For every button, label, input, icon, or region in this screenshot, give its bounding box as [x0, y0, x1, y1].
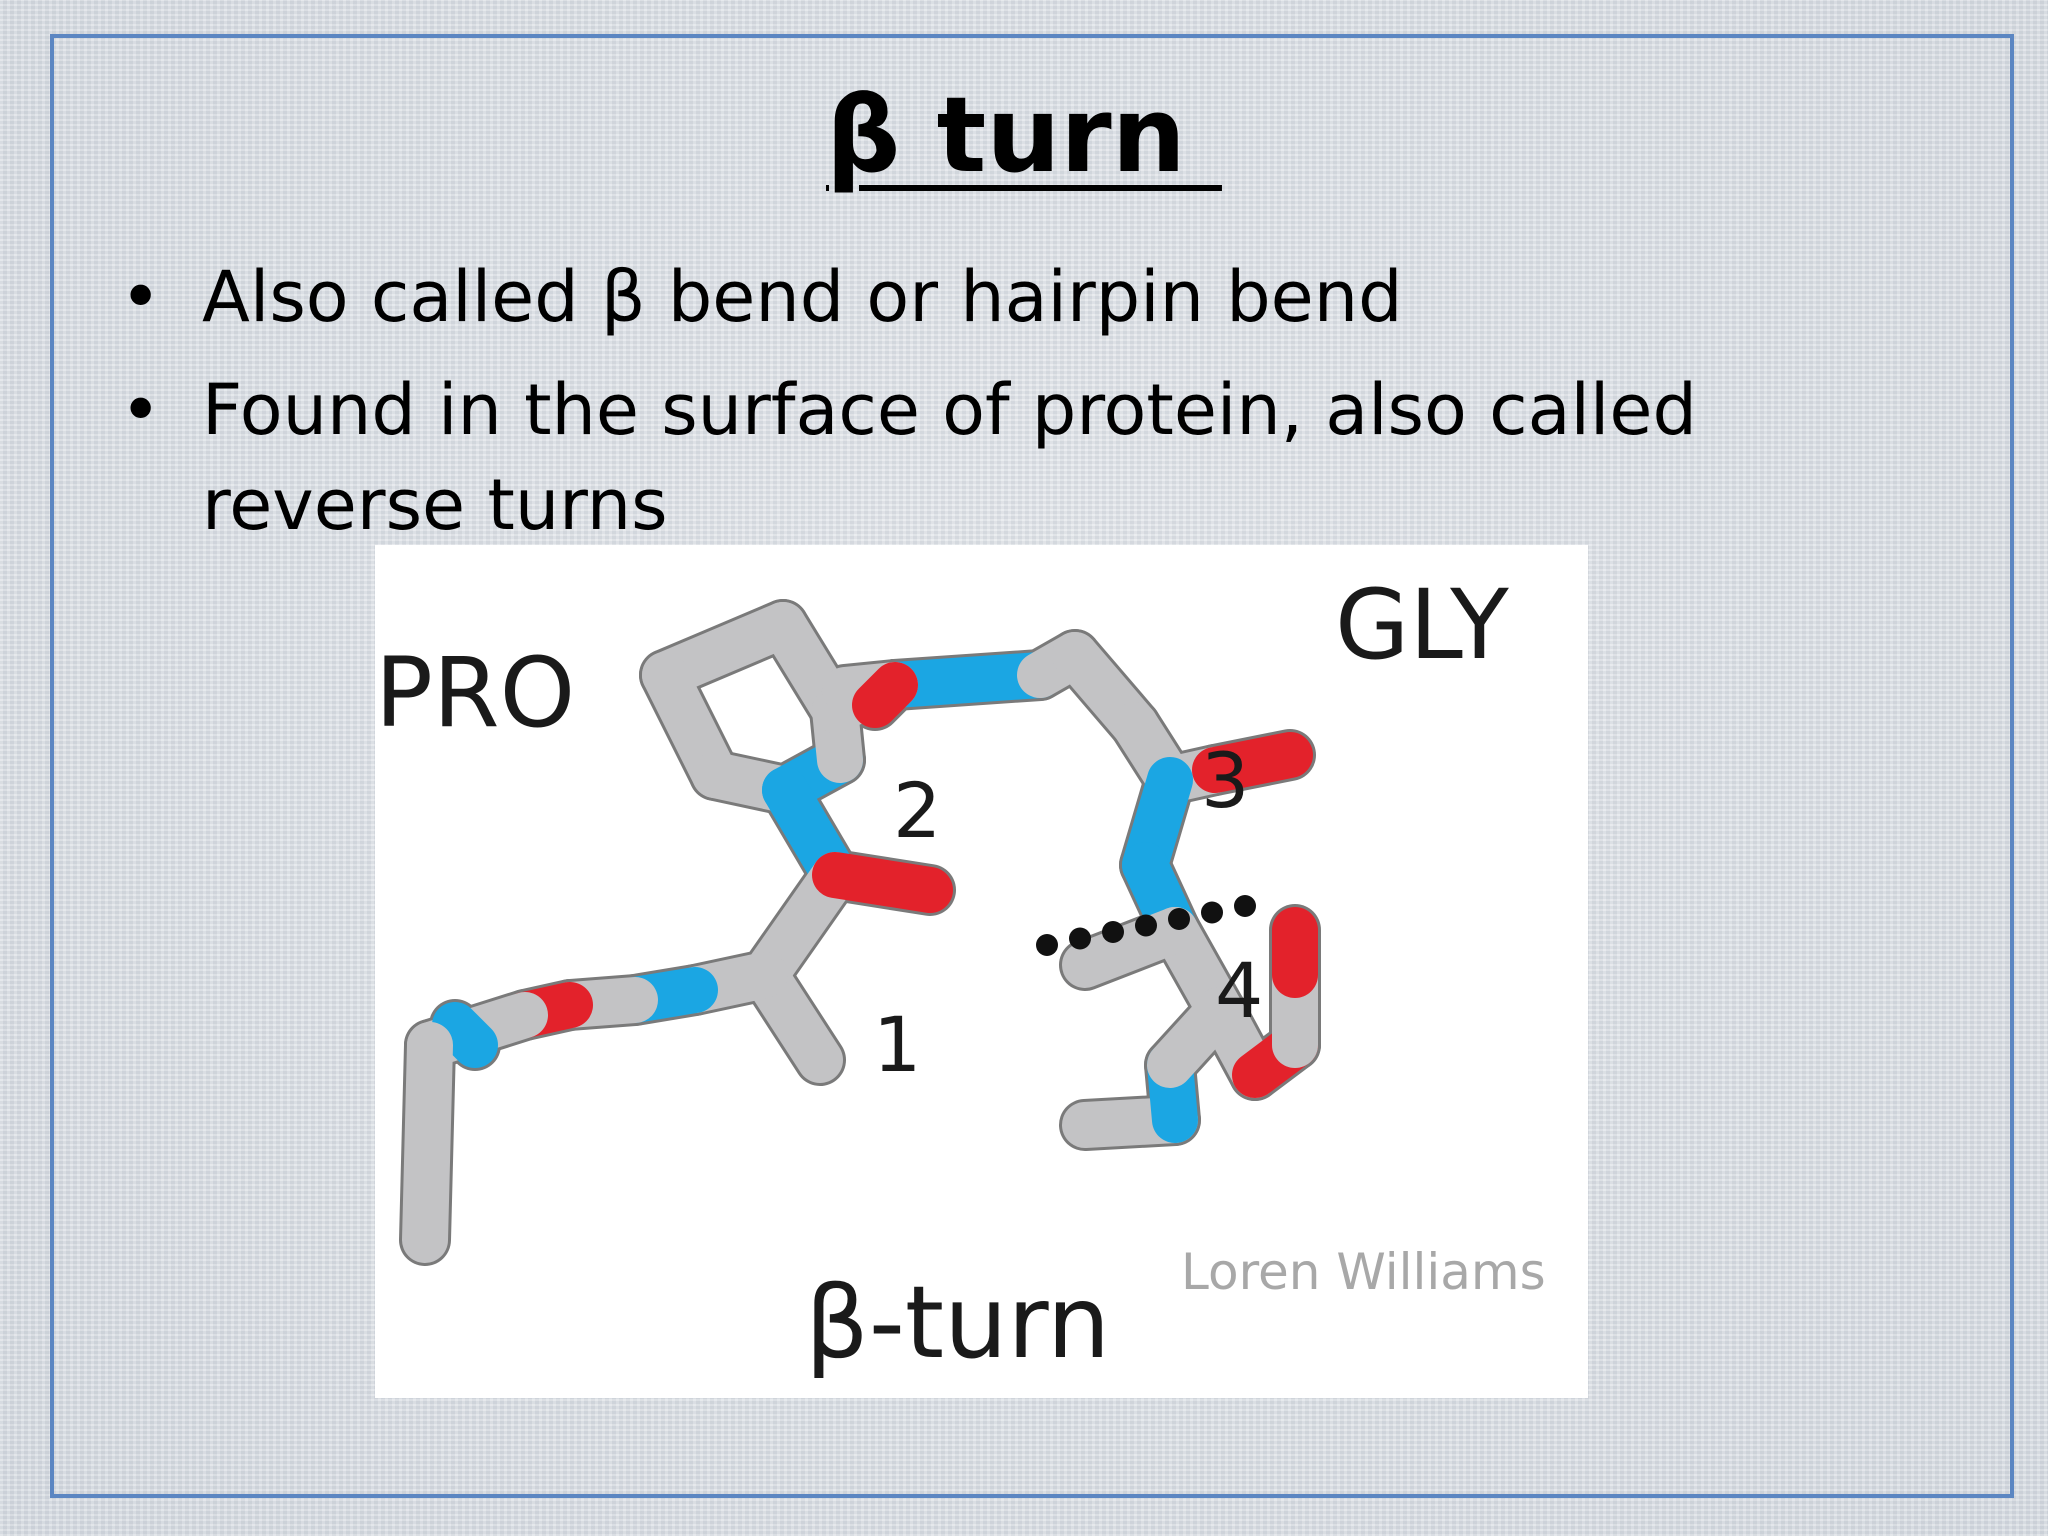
molecule-diagram	[399, 599, 1321, 1266]
bullet-text: Found in the surface of protein, also ca…	[202, 369, 1697, 547]
bond-layer	[399, 599, 1321, 1266]
label-residue-4: 4	[1215, 946, 1264, 1035]
hydrogen-bond-dot	[1036, 934, 1058, 956]
bullet-list: • Also called β bend or hairpin bend • F…	[120, 250, 1880, 572]
bullet-dot: •	[120, 256, 162, 338]
hydrogen-bond-dot	[1135, 914, 1157, 937]
hydrogen-bond-dot	[1069, 927, 1091, 950]
carbonyl-bond	[852, 662, 918, 728]
bullet-dot: •	[120, 369, 162, 452]
backbone-bond	[1147, 987, 1243, 1088]
label-residue-1: 1	[873, 1000, 922, 1089]
beta-turn-figure: PRO GLY 2 3 4 1 Loren Williams β-turn	[375, 545, 1588, 1398]
backbone-bond	[1062, 907, 1198, 988]
label-residue-2: 2	[893, 766, 942, 855]
nitrogen-bond	[872, 652, 1063, 708]
hydrogen-bond-dot	[1201, 901, 1223, 924]
backbone-bond	[402, 1022, 453, 1263]
slide-frame	[50, 34, 2014, 1498]
slide-title-text: β turn	[826, 74, 1222, 196]
bullet-item: • Found in the surface of protein, also …	[120, 363, 1880, 553]
hydrogen-bond-dot	[1168, 908, 1190, 930]
hydrogen-bond	[1036, 895, 1256, 956]
label-pro: PRO	[375, 637, 576, 749]
nitrogen-bond	[432, 1002, 498, 1068]
image-credit: Loren Williams	[1181, 1243, 1546, 1301]
carbonyl-bond	[812, 852, 953, 913]
slide-title: β turn	[0, 78, 2048, 192]
bullet-item: • Also called β bend or hairpin bend	[120, 250, 1880, 345]
bullet-text: Also called β bend or hairpin bend	[202, 256, 1403, 338]
figure-caption: β-turn	[805, 1264, 1111, 1381]
carbonyl-bond	[1192, 732, 1313, 793]
hydrogen-bond-dot	[1102, 921, 1124, 943]
hydrogen-bond-dot	[1234, 895, 1256, 917]
label-residue-3: 3	[1201, 736, 1250, 825]
label-gly: GLY	[1335, 569, 1509, 681]
